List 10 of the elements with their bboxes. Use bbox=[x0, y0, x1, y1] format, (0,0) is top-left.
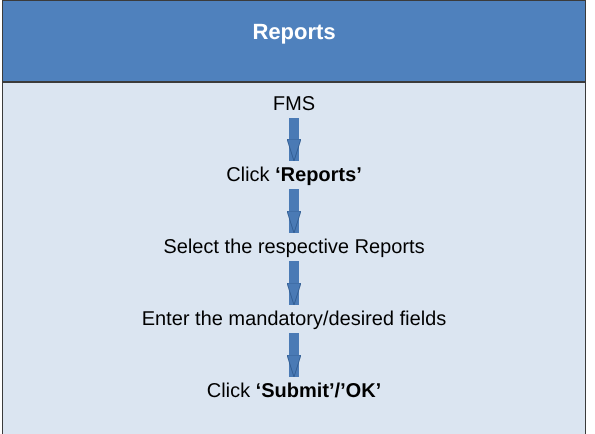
block-arrow bbox=[286, 333, 302, 378]
block-arrow bbox=[286, 118, 302, 162]
block-arrow bbox=[286, 189, 302, 234]
block-arrow bbox=[286, 261, 302, 306]
step-label: Click ‘Submit’/’OK’ bbox=[206, 379, 382, 403]
step-label: FMS bbox=[272, 92, 316, 116]
step-label: Enter the mandatory/desired fields bbox=[142, 307, 446, 331]
header-band: Reports bbox=[3, 1, 585, 83]
step-label: Select the respective Reports bbox=[163, 235, 425, 259]
step-label: Click ‘Reports’ bbox=[226, 163, 362, 187]
